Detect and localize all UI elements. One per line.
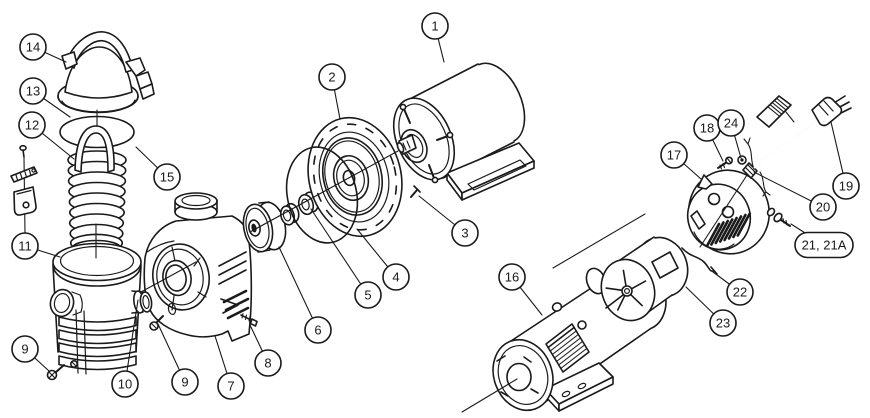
callout-24: 24 <box>717 109 745 159</box>
svg-text:10: 10 <box>118 377 132 392</box>
screw-9-mid <box>149 315 164 331</box>
cord-tag <box>756 95 795 128</box>
callout-9: 9 <box>157 323 199 396</box>
callout-18: 18 <box>693 114 724 162</box>
svg-text:8: 8 <box>264 356 271 371</box>
callout-17: 17 <box>660 141 702 180</box>
grommet-24 <box>737 155 747 165</box>
svg-text:24: 24 <box>724 116 738 131</box>
svg-text:13: 13 <box>26 84 40 99</box>
motor-axis-front <box>461 378 518 413</box>
strainer-pot <box>49 242 142 375</box>
callout-11: 11 <box>11 232 61 260</box>
cord-grip <box>742 162 758 179</box>
clamp-hardware <box>10 144 38 234</box>
capacitor-wire <box>681 247 718 275</box>
svg-text:9: 9 <box>21 342 28 357</box>
svg-text:9: 9 <box>181 375 188 390</box>
fan-shroud <box>686 169 771 255</box>
callout-16: 16 <box>498 263 543 316</box>
callout-23: 23 <box>685 286 737 337</box>
svg-text:11: 11 <box>18 239 32 254</box>
lid-o-ring <box>59 115 135 149</box>
callout-20: 20 <box>753 171 837 221</box>
motor-front <box>392 62 535 201</box>
screw-8 <box>240 312 258 327</box>
svg-text:19: 19 <box>839 179 853 194</box>
power-cord <box>743 95 852 197</box>
svg-text:14: 14 <box>26 40 40 55</box>
screw-3 <box>410 185 421 198</box>
motor-fan <box>600 236 689 322</box>
svg-text:23: 23 <box>716 316 730 331</box>
svg-text:1: 1 <box>431 19 438 34</box>
svg-text:21, 21A: 21, 21A <box>802 238 847 253</box>
ground-screw <box>766 207 791 227</box>
callout-12: 12 <box>18 111 75 160</box>
motor-axis-rear <box>699 168 752 248</box>
svg-text:17: 17 <box>667 148 681 163</box>
svg-text:5: 5 <box>364 288 371 303</box>
callout-21-21A: 21, 21A <box>790 223 854 259</box>
svg-text:18: 18 <box>700 121 714 136</box>
motor-axis-mid <box>552 213 646 269</box>
callout-5: 5 <box>310 208 382 309</box>
callout-10: 10 <box>111 299 139 398</box>
svg-text:4: 4 <box>392 270 399 285</box>
cord-plug <box>811 95 852 127</box>
screw-18 <box>717 156 733 170</box>
callout-2: 2 <box>318 63 346 120</box>
callout-14: 14 <box>19 33 67 63</box>
svg-text:2: 2 <box>328 70 335 85</box>
svg-text:12: 12 <box>25 118 39 133</box>
pump-housing <box>143 192 253 342</box>
callout-1: 1 <box>421 12 449 63</box>
callout-8: 8 <box>249 324 282 377</box>
callout-19: 19 <box>830 121 860 200</box>
svg-text:7: 7 <box>227 379 234 394</box>
svg-text:20: 20 <box>816 200 830 215</box>
callout-6: 6 <box>278 246 332 344</box>
callout-7: 7 <box>214 335 245 400</box>
screw-9-left <box>46 364 65 381</box>
svg-text:6: 6 <box>314 323 321 338</box>
svg-text:3: 3 <box>461 226 468 241</box>
callout-9: 9 <box>11 335 50 372</box>
svg-text:15: 15 <box>160 170 174 185</box>
callout-22: 22 <box>712 271 754 306</box>
callout-13: 13 <box>19 77 71 118</box>
callout-15: 15 <box>135 146 181 191</box>
svg-text:16: 16 <box>505 270 519 285</box>
trap-lid <box>57 31 155 114</box>
callout-3: 3 <box>418 195 479 247</box>
pump-axis <box>140 150 399 293</box>
callout-4: 4 <box>356 228 410 291</box>
svg-text:22: 22 <box>733 285 747 300</box>
